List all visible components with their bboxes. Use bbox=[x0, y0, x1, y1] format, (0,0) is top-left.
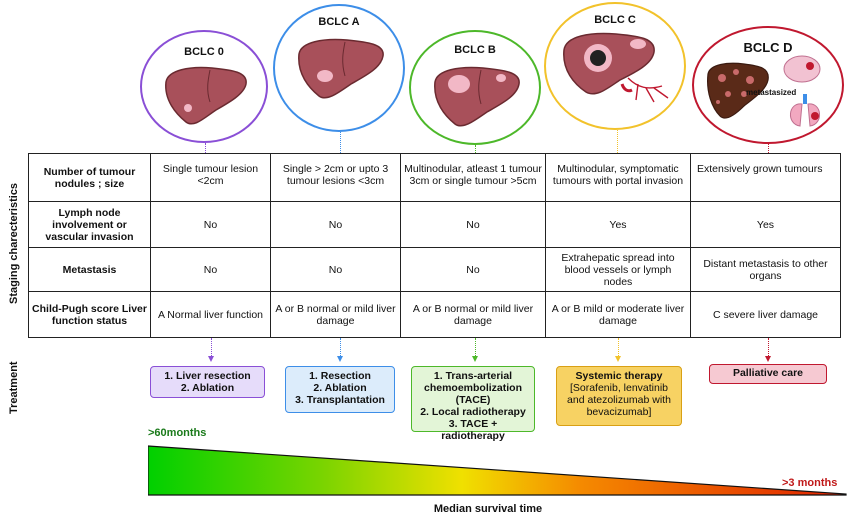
arrow-bclcB bbox=[472, 356, 478, 362]
brain-icon bbox=[783, 55, 821, 83]
liver-multinodular-icon bbox=[434, 66, 520, 127]
table-cell: No bbox=[150, 247, 271, 292]
treatment-line: Systemic therapy bbox=[575, 370, 663, 382]
treatment-line: 3. Transplantation bbox=[295, 394, 385, 406]
table-cell: No bbox=[400, 247, 546, 292]
arrow-bclcD bbox=[765, 356, 771, 362]
table-cell: A or B mild or moderate liver damage bbox=[545, 291, 691, 338]
arrow-bclcA bbox=[337, 356, 343, 362]
stage-bclcB-title: BCLC B bbox=[454, 44, 496, 56]
survival-axis-label: Median survival time bbox=[433, 503, 543, 515]
table-cell: A Normal liver function bbox=[150, 291, 271, 338]
table-cell: Single tumour lesion <2cm bbox=[150, 153, 271, 202]
stage-bclc0-oval: BCLC 0 bbox=[140, 30, 268, 143]
treatment-line: 1. Trans-arterial chemoembolization (TAC… bbox=[423, 370, 522, 406]
connector-bclc0-top bbox=[205, 143, 206, 153]
connector-bclcA-top bbox=[340, 132, 341, 153]
liver-portal-invasion-icon bbox=[563, 32, 669, 103]
liver-healthy-icon bbox=[165, 66, 247, 125]
connector-bclcB-bottom bbox=[475, 338, 476, 356]
treatment-side-label: Treatment bbox=[8, 361, 20, 414]
stage-bclcA-title: BCLC A bbox=[318, 16, 360, 28]
table-cell: Yes bbox=[690, 201, 841, 248]
table-row: Number of tumour nodules ; size Single t… bbox=[28, 153, 841, 202]
staging-characteristics-label: Staging charecteristics bbox=[8, 182, 20, 304]
treatment-line: 2. Ablation bbox=[313, 382, 367, 394]
staging-table: Number of tumour nodules ; size Single t… bbox=[28, 153, 841, 338]
connector-bclcA-bottom bbox=[340, 338, 341, 356]
treatment-line: 1. Resection bbox=[309, 370, 371, 382]
stage-bclcD-oval: BCLC D metastasized bbox=[692, 26, 844, 144]
liver-metastasis-icon bbox=[707, 62, 769, 119]
row-header-nodules: Number of tumour nodules ; size bbox=[28, 153, 151, 202]
treatment-line: 2. Ablation bbox=[180, 382, 235, 394]
row-header-lymph: Lymph node involvement or vascular invas… bbox=[28, 201, 151, 248]
row-header-child-pugh: Child-Pugh score Liver function status bbox=[28, 291, 151, 338]
treatment-line: [Sorafenib, lenvatinib and atezolizumab … bbox=[567, 382, 671, 418]
stage-bclcC-title: BCLC C bbox=[594, 14, 636, 26]
stage-bclcA-oval: BCLC A bbox=[273, 4, 405, 132]
liver-small-tumours-icon bbox=[298, 38, 384, 99]
table-cell: No bbox=[400, 201, 546, 248]
table-cell: A or B normal or mild liver damage bbox=[400, 291, 546, 338]
arrow-bclcC bbox=[615, 356, 621, 362]
table-row: Metastasis No No No Extrahepatic spread … bbox=[28, 247, 841, 292]
treatment-bclcA: 1. Resection 2. Ablation 3. Transplantat… bbox=[285, 366, 395, 413]
treatment-bclc0: 1. Liver resection 2. Ablation bbox=[150, 366, 265, 398]
stage-bclcD-title: BCLC D bbox=[743, 40, 793, 55]
metastasized-label: metastasized bbox=[746, 88, 797, 97]
connector-bclcC-bottom bbox=[618, 338, 619, 356]
connector-bclcC-top bbox=[617, 130, 618, 153]
stage-bclcC-oval: BCLC C bbox=[544, 2, 686, 130]
connector-bclc0-bottom bbox=[211, 338, 212, 356]
treatment-bclcC: Systemic therapy [Sorafenib, lenvatinib … bbox=[556, 366, 682, 426]
survival-gradient-wedge bbox=[148, 445, 847, 496]
table-cell: No bbox=[150, 201, 271, 248]
row-header-metastasis: Metastasis bbox=[28, 247, 151, 292]
table-cell: C severe liver damage bbox=[690, 291, 841, 338]
table-row: Lymph node involvement or vascular invas… bbox=[28, 201, 841, 248]
table-row: Child-Pugh score Liver function status A… bbox=[28, 291, 841, 338]
stage-bclcB-oval: BCLC B bbox=[409, 30, 541, 145]
stage-bclc0-title: BCLC 0 bbox=[184, 46, 224, 58]
connector-bclcB-top bbox=[475, 145, 476, 153]
treatment-line: 2. Local radiotherapy bbox=[420, 406, 526, 418]
table-cell: No bbox=[270, 201, 401, 248]
table-cell: Extensively grown tumours bbox=[690, 153, 841, 202]
treatment-line: 3. TACE + radiotherapy bbox=[441, 418, 505, 442]
treatment-line: 1. Liver resection bbox=[164, 370, 251, 382]
connector-bclcD-bottom bbox=[768, 338, 769, 356]
treatment-line: Palliative care bbox=[732, 367, 804, 379]
treatment-bclcB: 1. Trans-arterial chemoembolization (TAC… bbox=[411, 366, 535, 442]
lungs-icon bbox=[790, 94, 820, 127]
table-cell: Distant metastasis to other organs bbox=[690, 247, 841, 292]
table-cell: Single > 2cm or upto 3 tumour lesions <3… bbox=[270, 153, 401, 202]
table-cell: Extrahepatic spread into blood vessels o… bbox=[545, 247, 691, 292]
survival-start-label: >60months bbox=[148, 427, 207, 439]
connector-bclcD-top bbox=[768, 144, 769, 153]
arrow-bclc0 bbox=[208, 356, 214, 362]
table-cell: Yes bbox=[545, 201, 691, 248]
table-cell: Multinodular, atleast 1 tumour 3cm or si… bbox=[400, 153, 546, 202]
table-cell: A or B normal or mild liver damage bbox=[270, 291, 401, 338]
table-cell: Multinodular, symptomatic tumours with p… bbox=[545, 153, 691, 202]
treatment-bclcD: Palliative care bbox=[709, 364, 827, 384]
survival-end-label: >3 months bbox=[782, 477, 838, 489]
table-cell: No bbox=[270, 247, 401, 292]
